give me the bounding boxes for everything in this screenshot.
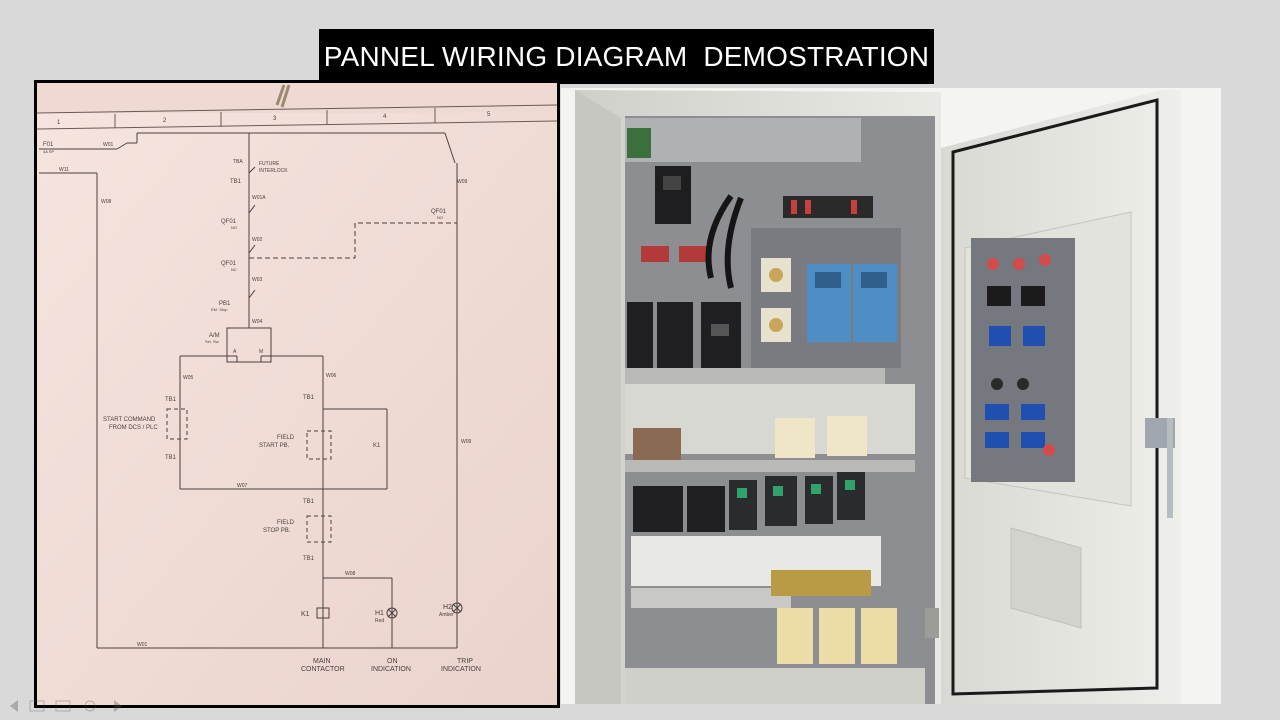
label-qf01-a-sub: NO — [231, 225, 237, 230]
binder-clip — [275, 84, 291, 108]
label-am-a: A — [233, 349, 237, 355]
label-start-command-2: FROM DCS / PLC — [109, 425, 158, 431]
label-w11: W11 — [59, 167, 69, 173]
column-number: 1 — [57, 120, 61, 126]
label-qf01-c: QF01 — [431, 209, 447, 215]
label-tb1-start-bottom: TB1 — [165, 455, 177, 461]
label-w08: W08 — [101, 199, 112, 205]
label-field-stop: FIELD — [277, 520, 295, 526]
label-h2: H2 — [443, 604, 452, 611]
label-start-command: START COMMAND — [103, 417, 156, 423]
column-number: 3 — [273, 116, 277, 122]
label-am: A/M — [209, 333, 220, 339]
zoom-icon[interactable] — [84, 700, 96, 712]
label-w01-bottom: W01 — [137, 642, 148, 648]
label-tb1-field-top: TB1 — [303, 395, 315, 401]
label-f01: F01 — [43, 142, 54, 148]
label-field-stop-2: STOP PB. — [263, 528, 291, 534]
cabinet-body — [575, 90, 941, 704]
label-trip-indication-2: INDICATION — [441, 666, 481, 673]
label-trip-indication: TRIP — [457, 658, 473, 665]
label-w09-right: W09 — [461, 439, 472, 445]
label-qf01-c-sub: NO — [437, 215, 443, 220]
label-on-indication: ON — [387, 658, 398, 665]
label-tb1-stop-top: TB1 — [303, 499, 315, 505]
label-w01: W01 — [103, 142, 114, 148]
pen-icon[interactable] — [29, 700, 45, 712]
wiring-diagram: 1 2 3 4 5 — [37, 83, 557, 705]
label-w07: W07 — [237, 483, 248, 489]
label-w02: W02 — [252, 237, 263, 243]
label-h2-sub: Amber — [439, 612, 454, 618]
label-w04: W04 — [252, 319, 263, 325]
label-f01-rating: 4A SP — [43, 149, 54, 154]
label-on-indication-2: INDICATION — [371, 666, 411, 673]
label-w05: W05 — [183, 375, 194, 381]
slide-title: PANNEL WIRING DIAGRAM DEMOSTRATION — [319, 29, 934, 84]
label-tba: TBA — [233, 159, 243, 165]
label-qf01-a: QF01 — [221, 219, 237, 225]
previous-slide-icon[interactable] — [10, 700, 18, 712]
slide-controls[interactable] — [4, 698, 124, 714]
label-main-contactor: MAIN — [313, 658, 331, 665]
label-w01a: W01A — [252, 195, 266, 201]
label-tb1-start-top: TB1 — [165, 397, 177, 403]
label-pb1: PB1 — [219, 301, 231, 307]
label-qf01-b-sub: NC — [231, 267, 237, 272]
label-h1: H1 — [375, 610, 384, 617]
label-w06: W06 — [326, 373, 337, 379]
label-pb1-sub: EM. Stop — [211, 307, 228, 312]
label-k1-contact: K1 — [373, 443, 381, 449]
label-qf01-b: QF01 — [221, 261, 237, 267]
label-am-m: M — [259, 349, 263, 355]
label-field-start-2: START PB. — [259, 443, 290, 449]
label-future-interlock-2: INTERLOCK — [259, 168, 288, 174]
slides-icon[interactable] — [55, 700, 71, 712]
panel-illustration — [561, 88, 1221, 704]
wiring-lines — [39, 132, 463, 649]
label-future-interlock: FUTURE — [259, 161, 280, 167]
label-am-sub: Sel. Sw. — [205, 339, 219, 344]
column-number: 4 — [383, 114, 387, 120]
column-number: 5 — [487, 112, 491, 118]
label-h1-sub: Red — [375, 618, 384, 624]
cabinet-door — [925, 90, 1181, 704]
label-field-start: FIELD — [277, 435, 295, 441]
label-w08-bottom: W08 — [345, 571, 356, 577]
label-k1-coil: K1 — [301, 611, 310, 618]
wiring-diagram-image: 1 2 3 4 5 — [34, 80, 560, 708]
label-main-contactor-2: CONTACTOR — [301, 666, 345, 673]
electrical-panel-photo — [561, 88, 1221, 704]
label-w03: W03 — [252, 277, 263, 283]
next-slide-icon[interactable] — [114, 700, 122, 712]
label-tb1-stop-bottom: TB1 — [303, 556, 315, 562]
column-number: 2 — [163, 118, 167, 124]
label-w09: W09 — [457, 179, 468, 185]
label-tb1: TB1 — [230, 179, 242, 185]
diagram-header-strip — [37, 83, 557, 113]
